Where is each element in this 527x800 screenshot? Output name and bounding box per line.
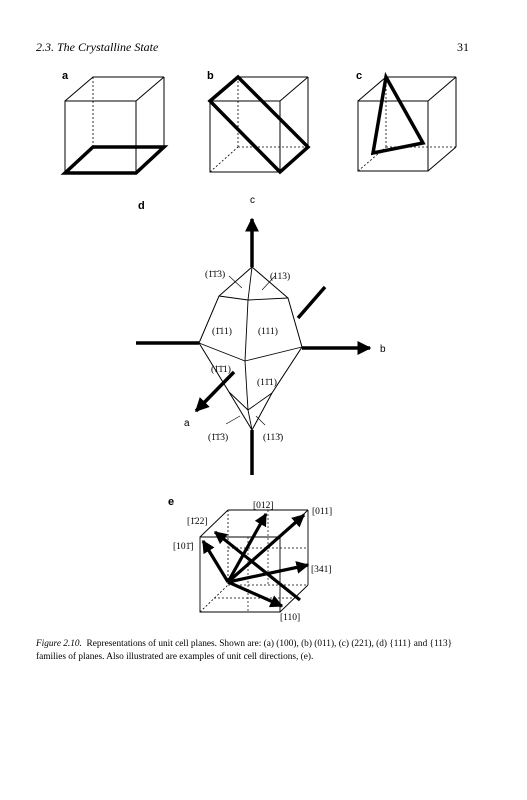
axis-label-c: c [250, 195, 255, 206]
panel-label-e: e [168, 496, 175, 508]
plane-100 [60, 145, 169, 175]
panel-label-b: b [207, 70, 214, 82]
vector-110 [227, 580, 284, 608]
plane-label-mid-left: (1̄11) [212, 326, 232, 337]
plane-label-bottom-right: (113̄) [263, 432, 283, 443]
direction-label-122: [1̄22] [187, 517, 208, 527]
plane-label-mid-right: (111) [258, 326, 278, 337]
direction-label-341: [341] [311, 565, 332, 575]
panel-label-a: a [62, 70, 69, 82]
direction-label-011: [011] [312, 507, 332, 517]
direction-label-110: [110] [280, 613, 300, 623]
plane-label-top-left: (1̄1̄3) [205, 269, 225, 280]
plane-label-lower-left: (1̄1̄1) [211, 364, 231, 375]
plane-label-bottom-left: (1̄1̄3) [208, 432, 228, 443]
polyhedron-outline [198, 266, 303, 432]
plane-label-lower-right: (11̄1) [257, 377, 277, 388]
vector-101 [201, 539, 230, 583]
leader-line [228, 275, 243, 289]
axis-label-a: a [184, 418, 190, 429]
panel-label-d: d [138, 200, 145, 212]
figure-caption: Figure 2.10. Representations of unit cel… [36, 638, 474, 664]
vector-122 [214, 530, 301, 602]
direction-label-101: [101̄] [173, 542, 194, 552]
cube-b [207, 74, 311, 175]
cube-a [60, 76, 169, 175]
figure-caption-text: Representations of unit cell planes. Sho… [36, 639, 453, 662]
polyhedron-d [136, 217, 372, 475]
cube-e [199, 509, 310, 613]
figure-caption-label: Figure 2.10. [36, 639, 82, 649]
axis-a-arrow [194, 370, 236, 413]
cube-a-back-face [92, 76, 165, 148]
plane-011 [207, 74, 311, 175]
plane-221 [370, 71, 426, 156]
vector-012 [226, 512, 268, 583]
page-number: 31 [457, 40, 469, 54]
vector-011 [226, 513, 306, 584]
axis-b-back [296, 285, 327, 320]
running-header-title: 2.3. The Crystalline State [36, 40, 159, 54]
panel-label-c: c [356, 70, 363, 82]
cube-c [357, 71, 457, 172]
axis-label-b: b [380, 344, 386, 355]
plane-label-top-right: (113) [270, 271, 290, 282]
direction-label-012: [012] [253, 501, 274, 511]
